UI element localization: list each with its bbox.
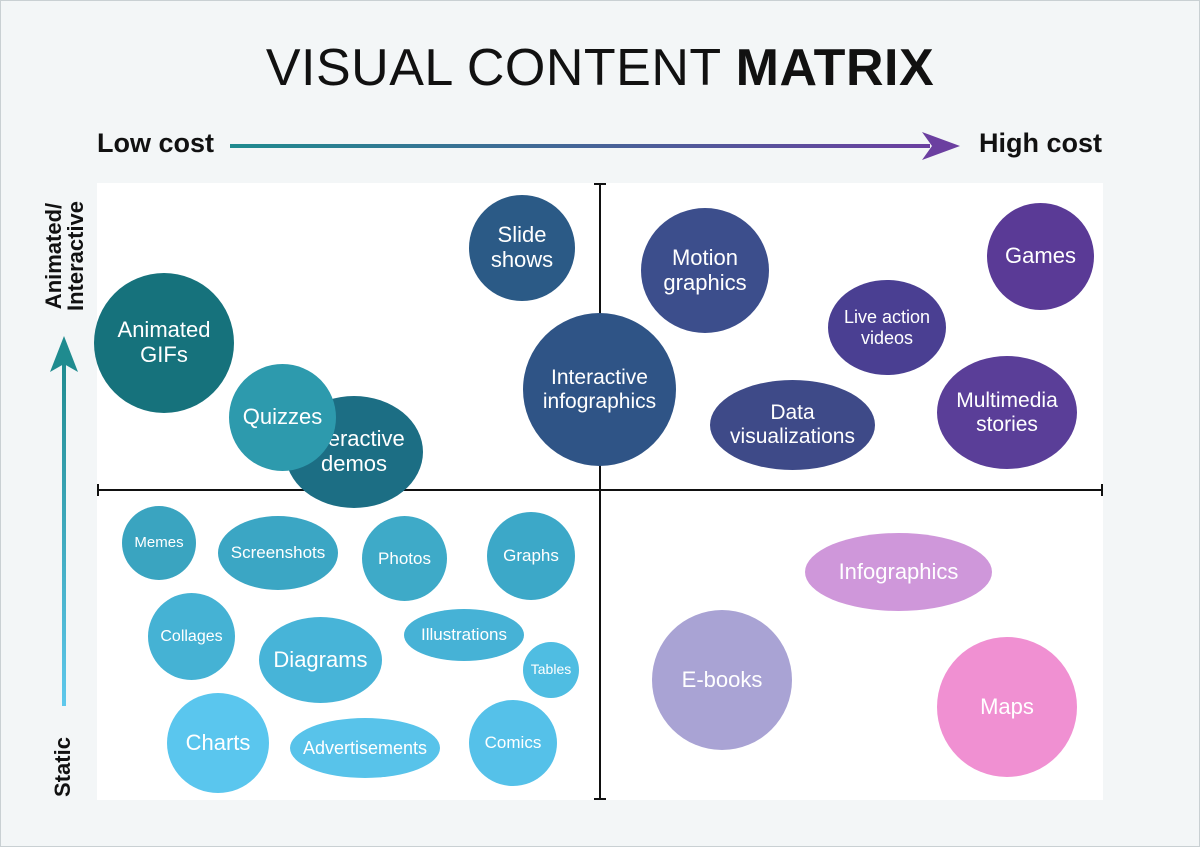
bubble-advertisements: Advertisements	[290, 718, 440, 778]
title-bold: MATRIX	[735, 39, 935, 97]
bubble-e-books: E-books	[652, 610, 792, 750]
bubble-comics: Comics	[469, 700, 557, 786]
bubble-label: Diagrams	[273, 646, 368, 672]
cost-arrow-shaft	[230, 144, 930, 148]
bubble-label: Games	[1005, 243, 1076, 269]
bubble-charts: Charts	[167, 693, 269, 793]
bubble-label: Charts	[185, 729, 251, 755]
bubble-label: Photos	[378, 548, 431, 568]
bubble-label: Memes	[134, 533, 184, 551]
bubble-label: Comics	[484, 733, 542, 753]
animated-label-line2: Interactive	[63, 200, 88, 312]
bubble-label: Infographics	[838, 558, 959, 584]
bubble-maps: Maps	[937, 637, 1077, 777]
title-regular: VISUAL CONTENT	[265, 39, 736, 97]
animated-interactive-label: Animated/ Interactive	[41, 181, 88, 331]
bubble-tables: Tables	[523, 642, 579, 698]
bubble-label: E-books	[681, 666, 763, 692]
static-arrow	[50, 336, 78, 706]
static-label: Static	[50, 737, 75, 797]
cost-arrow-head	[922, 132, 960, 160]
static-arrow-shaft	[62, 360, 66, 706]
bubble-screenshots: Screenshots	[218, 516, 338, 590]
bubble-memes: Memes	[122, 506, 196, 580]
animated-label-line1: Animated/	[41, 202, 66, 310]
page-title: VISUAL CONTENT MATRIX	[0, 38, 1200, 98]
bubble-label: Screenshots	[230, 543, 326, 563]
bubble-label: Advertisements	[302, 737, 428, 758]
bubble-diagrams: Diagrams	[259, 617, 382, 703]
bubble-label: Graphs	[503, 546, 559, 566]
bubble-graphs: Graphs	[487, 512, 575, 600]
bubble-illustrations: Illustrations	[404, 609, 524, 661]
bubble-label: Maps	[980, 693, 1034, 719]
bubble-photos: Photos	[362, 516, 447, 601]
cost-arrow	[230, 132, 960, 160]
low-cost-label: Low cost	[97, 128, 215, 158]
high-cost-label: High cost	[978, 128, 1102, 158]
matrix-dividers	[97, 183, 1103, 800]
bubble-label: Tables	[530, 661, 572, 678]
bubble-label: Illustrations	[421, 625, 507, 645]
bubble-quizzes: Quizzes	[229, 364, 336, 471]
bubble-label: Quizzes	[242, 404, 323, 430]
bubble-games: Games	[987, 203, 1094, 310]
bubble-collages: Collages	[148, 593, 235, 680]
static-arrow-head	[50, 336, 78, 372]
bubble-infographics: Infographics	[805, 533, 992, 611]
bubble-label: Collages	[160, 627, 223, 645]
